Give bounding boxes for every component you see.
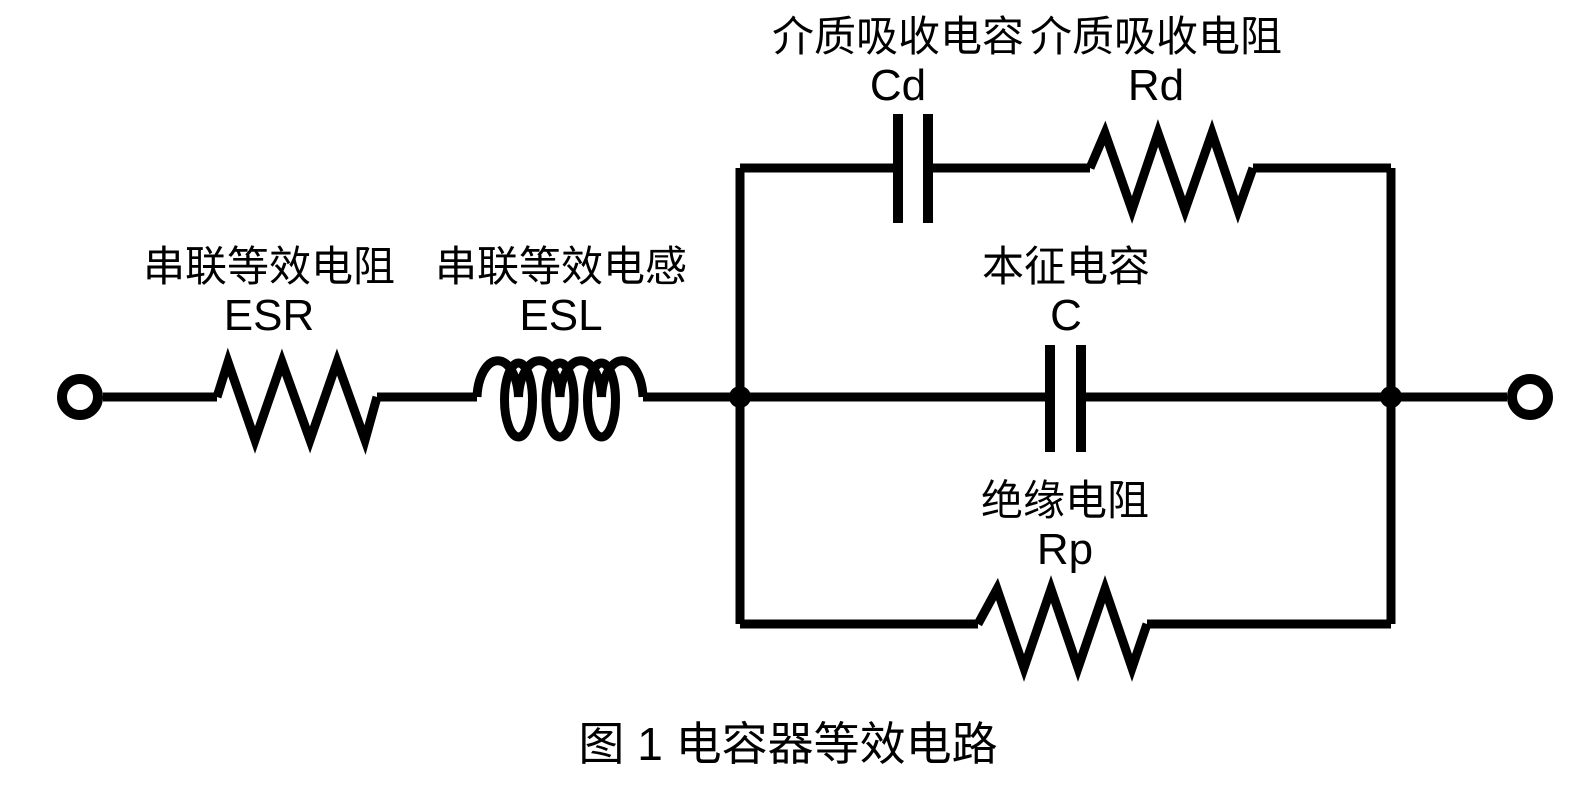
cd-symbol-text: Cd [869, 61, 927, 110]
esl-coil-loop [583, 358, 620, 442]
rp-name: 绝缘电阻 [980, 477, 1149, 524]
esl-name: 串联等效电感 [434, 243, 687, 290]
rp-symbol-text: Rp [1036, 525, 1094, 574]
esl-coil-loop [541, 358, 579, 442]
c-name: 本征电容 [981, 243, 1150, 290]
figure-caption: 图 1 电容器等效电路 [578, 718, 998, 770]
c-symbol-text: C [1050, 291, 1082, 340]
esr-name: 串联等效电阻 [142, 243, 395, 290]
label-cd: 介质吸收电容 Cd [708, 12, 1088, 110]
cd-name: 介质吸收电容 [771, 13, 1024, 60]
esl-symbol-text: ESL [519, 291, 603, 340]
esr-symbol-text: ESR [223, 291, 315, 340]
label-esl: 串联等效电感 ESL [371, 242, 751, 340]
label-c: 本征电容 C [876, 242, 1256, 340]
rd-name: 介质吸收电阻 [1029, 13, 1282, 60]
rd-symbol-text: Rd [1127, 61, 1185, 110]
left-node-dot [729, 386, 751, 408]
label-rd: 介质吸收电阻 Rd [966, 12, 1346, 110]
esr-resistor-symbol [212, 347, 382, 455]
right-node-dot [1380, 386, 1402, 408]
label-rp: 绝缘电阻 Rp [875, 476, 1255, 574]
rd-resistor-symbol [1085, 119, 1258, 224]
right-terminal-icon [1507, 374, 1553, 420]
label-esr: 串联等效电阻 ESR [79, 242, 459, 340]
left-terminal-icon [57, 374, 103, 420]
rp-resistor-symbol [974, 575, 1152, 682]
esl-coil-loop [500, 358, 537, 442]
